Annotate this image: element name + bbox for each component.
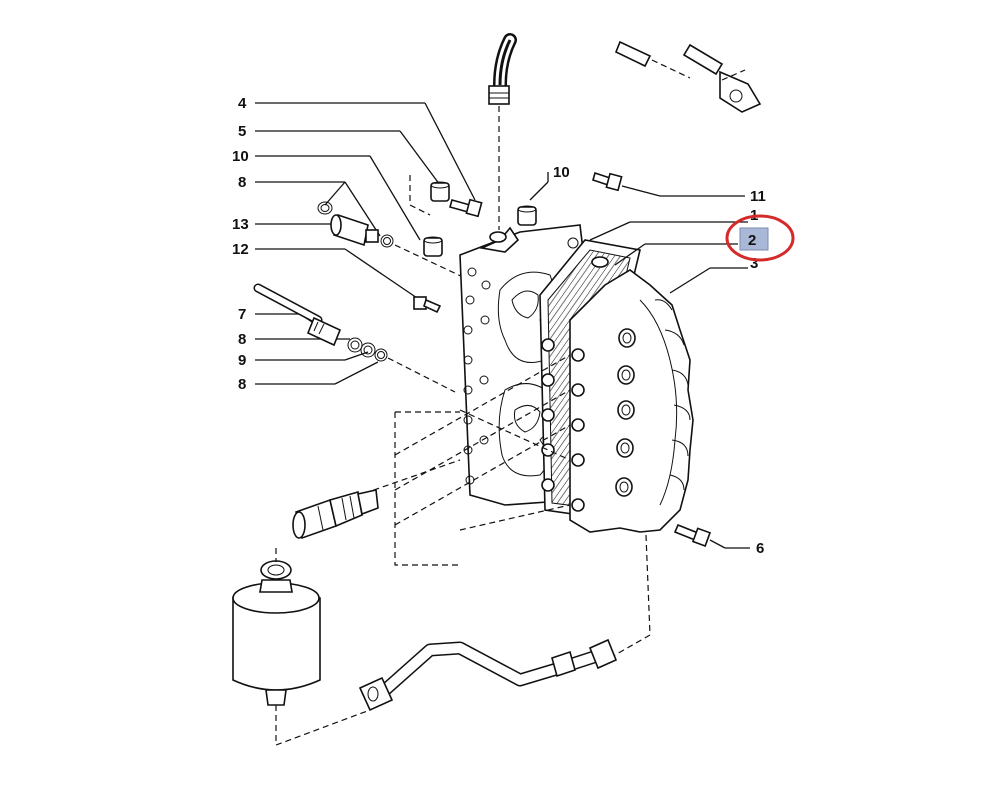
screw-4 [449, 198, 483, 218]
highlight-box [739, 227, 769, 251]
callout-3: 3 [750, 255, 758, 272]
callout-8-bottom: 8 [238, 376, 246, 393]
callout-labels: 4 5 10 8 13 12 7 8 9 8 10 11 1 2 3 6 [232, 95, 769, 557]
callout-4: 4 [238, 95, 247, 112]
dashed-assembly-guides [275, 354, 651, 746]
callout-6: 6 [756, 540, 764, 557]
callout-7: 7 [238, 306, 246, 323]
o-ring-8-top [317, 201, 394, 248]
bent-tube [358, 638, 618, 712]
callout-11: 11 [750, 188, 766, 205]
filter-canister [232, 548, 321, 706]
callout-5: 5 [238, 123, 246, 140]
callout-13: 13 [232, 216, 249, 233]
pipe-7 [253, 283, 342, 347]
callout-9: 9 [238, 352, 246, 369]
upper-right-fittings [614, 40, 762, 113]
bushing-10-right [517, 172, 549, 226]
leader-lines-left [255, 102, 476, 385]
screw-11 [592, 171, 745, 197]
callout-8-middle: 8 [238, 331, 246, 348]
bushing-10-left [423, 236, 443, 257]
fitting-13 [330, 213, 379, 247]
highlight-ring [725, 214, 795, 262]
bushing-5 [430, 181, 450, 202]
leader-lines-right [589, 221, 748, 294]
rings-8-9-8 [347, 337, 456, 393]
callout-12: 12 [232, 241, 249, 258]
callout-8-top: 8 [238, 174, 246, 191]
hose-fitting [488, 33, 517, 230]
screw-6 [673, 523, 750, 549]
callout-10-right: 10 [553, 164, 570, 181]
callout-2: 2 [748, 232, 756, 249]
pressure-sensor [292, 489, 379, 540]
callout-10-left: 10 [232, 148, 249, 165]
dashed-guide-left-top [394, 175, 466, 279]
cover-3 [569, 269, 694, 533]
screw-12 [413, 296, 442, 314]
